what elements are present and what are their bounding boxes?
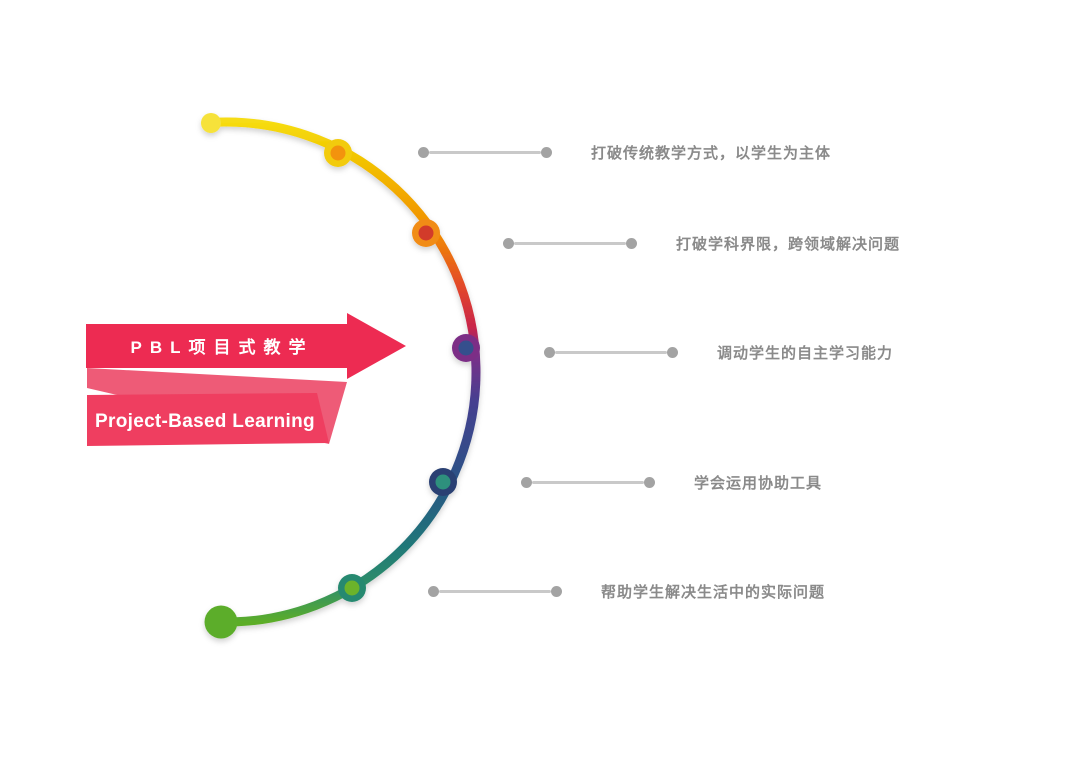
banner-arrow-shape (86, 313, 406, 379)
connector-left-dot (428, 585, 439, 597)
connector-left-dot (521, 476, 532, 488)
connector-left-dot (418, 146, 429, 158)
item-row-4: 学会运用协助工具 (521, 472, 822, 492)
gradient-arc (206, 117, 481, 627)
connector-right-dot (667, 346, 678, 358)
marker-1-center (330, 145, 346, 161)
item-row-1: 打破传统教学方式，以学生为主体 (418, 142, 831, 162)
item-label: 帮助学生解决生活中的实际问题 (601, 583, 826, 601)
connector-right-dot (551, 585, 562, 597)
arc-start-dot (201, 113, 221, 133)
item-label: 打破学科界限，跨领域解决问题 (676, 235, 901, 253)
item-row-2: 打破学科界限，跨领域解决问题 (503, 233, 900, 253)
connector-line (439, 589, 551, 593)
connector-left-dot (503, 237, 514, 249)
marker-3-center (458, 340, 474, 356)
marker-5-center (344, 580, 360, 596)
ribbon-shape (87, 393, 329, 446)
arc-end-dot (204, 605, 238, 639)
connector-right-dot (541, 146, 552, 158)
item-row-3: 调动学生的自主学习能力 (544, 342, 893, 362)
connector-line (555, 350, 667, 354)
connector-right-dot (644, 476, 655, 488)
ribbon-subtitle: Project-Based Learning (95, 411, 315, 432)
connector-left-dot (544, 346, 555, 358)
connector-right-dot (626, 237, 637, 249)
connector-line (429, 150, 541, 154)
item-label: 打破传统教学方式，以学生为主体 (591, 144, 832, 162)
item-label: 学会运用协助工具 (694, 474, 823, 492)
banner-title: PBL项目式教学 (131, 337, 314, 357)
connector-line (514, 241, 626, 245)
item-label: 调动学生的自主学习能力 (717, 344, 894, 362)
marker-2-center (418, 225, 434, 241)
marker-4-center (435, 474, 451, 490)
connector-line (532, 480, 644, 484)
item-row-5: 帮助学生解决生活中的实际问题 (428, 581, 825, 601)
